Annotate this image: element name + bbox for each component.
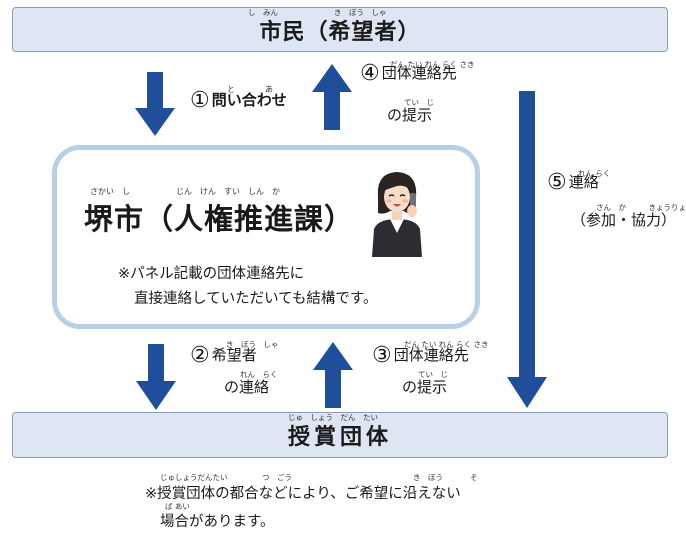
awarded-group-bar-title: 授賞団体 [287, 425, 392, 450]
ruby-step2-line1: き ぼう しゃ [226, 340, 279, 349]
step5-line1: 連絡 [568, 173, 599, 191]
ruby-step5-line2: さん か きょうりょく [596, 203, 686, 212]
ruby-jushoudantai: じゅ しょう だん たい [288, 413, 378, 422]
citizen-bar: 市民（希望者） [12, 7, 668, 52]
arrow-step2-down [136, 344, 176, 410]
step4-number: ④ [360, 61, 380, 86]
arrow-step4-up [312, 64, 352, 130]
step1-number: ① [190, 88, 210, 113]
step2-number: ② [190, 343, 210, 368]
ruby-step5-line1: れん らく [578, 169, 611, 178]
footnote-line1: ※授賞団体の都合などにより、ご希望に沿えない [145, 486, 461, 502]
step4-line2: の提示 [387, 106, 433, 124]
step2-line1: 希望者 [211, 346, 257, 364]
footnote-line2: 場合があります。 [160, 514, 275, 530]
ruby-jinken: じん けん すい しん か [176, 187, 280, 196]
center-note-line1: ※パネル記載の団体連絡先に [118, 266, 305, 282]
step3-line2: の提示 [402, 378, 448, 396]
ruby-step3-line1: だん たい れん らく さき [404, 340, 489, 349]
center-note-line2: 直接連絡していただいても結構です。 [134, 291, 378, 307]
ruby-footnote-d: そ [470, 473, 478, 482]
step4-line1: 団体連絡先 [381, 64, 457, 82]
ruby-step1-a: あ [265, 85, 273, 94]
ruby-footnote-c: き ぼう [413, 473, 443, 482]
step3-line1: 団体連絡先 [393, 346, 469, 364]
ruby-step4-line1: だん たい れん らく さき [390, 60, 475, 69]
ruby-kibousha: き ぼう しゃ [334, 8, 387, 17]
arrow-step5-down [507, 91, 547, 408]
ruby-step1-to: と [227, 85, 235, 94]
awarded-group-bar: 授賞団体 [12, 412, 668, 458]
ruby-footnote-b: つ ごう [262, 473, 292, 482]
step2-line2: の連絡 [224, 378, 270, 396]
ruby-footnote-line2: ば あい [165, 502, 190, 511]
step5-line2: （参加・協力） [571, 211, 677, 229]
arrow-step1-down [135, 72, 175, 136]
ruby-footnote-a: じゅしょうだんたい [160, 473, 228, 482]
woman-on-phone-illustration [372, 172, 422, 257]
ruby-step4-line2: てい じ [404, 98, 434, 107]
ruby-step2-line2: れん らく [240, 370, 278, 379]
ruby-step3-line2: てい じ [418, 370, 448, 379]
step1-text: 問い合わせ [211, 91, 287, 109]
sakai-city-title: 堺市（人権推進課） [84, 202, 355, 236]
ruby-sakaishi: さかい し [90, 187, 130, 196]
ruby-shimin: し みん [248, 8, 278, 17]
step3-number: ③ [372, 343, 392, 368]
citizen-bar-title: 市民（希望者） [259, 19, 421, 45]
step5-number: ⑤ [547, 170, 567, 195]
arrow-step3-up [313, 342, 353, 408]
